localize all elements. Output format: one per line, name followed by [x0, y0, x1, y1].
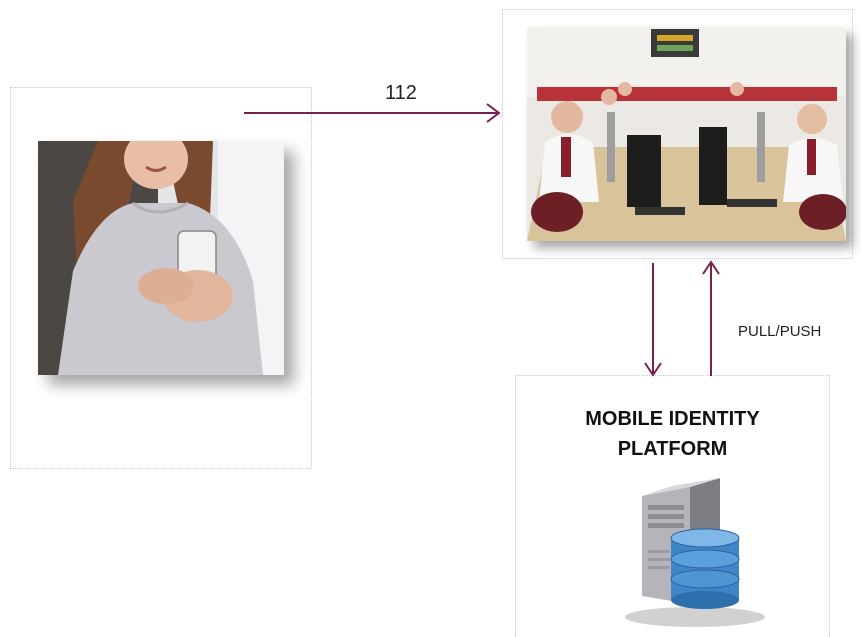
- call-center-photo: [527, 27, 846, 241]
- call-center-illustration: [527, 27, 846, 241]
- pull-arrow-head: [702, 260, 720, 275]
- push-arrow-head: [644, 362, 662, 377]
- platform-title-line1: MOBILE IDENTITY: [585, 408, 760, 430]
- platform-title: MOBILE IDENTITY PLATFORM: [515, 404, 830, 464]
- caller-photo: [38, 141, 284, 375]
- sync-arrow-label: PULL/PUSH: [738, 323, 822, 340]
- caller-illustration: [38, 141, 284, 375]
- call-arrow-head: [486, 103, 501, 123]
- call-arrow-label: 112: [385, 82, 417, 104]
- platform-title-line2: PLATFORM: [617, 438, 728, 460]
